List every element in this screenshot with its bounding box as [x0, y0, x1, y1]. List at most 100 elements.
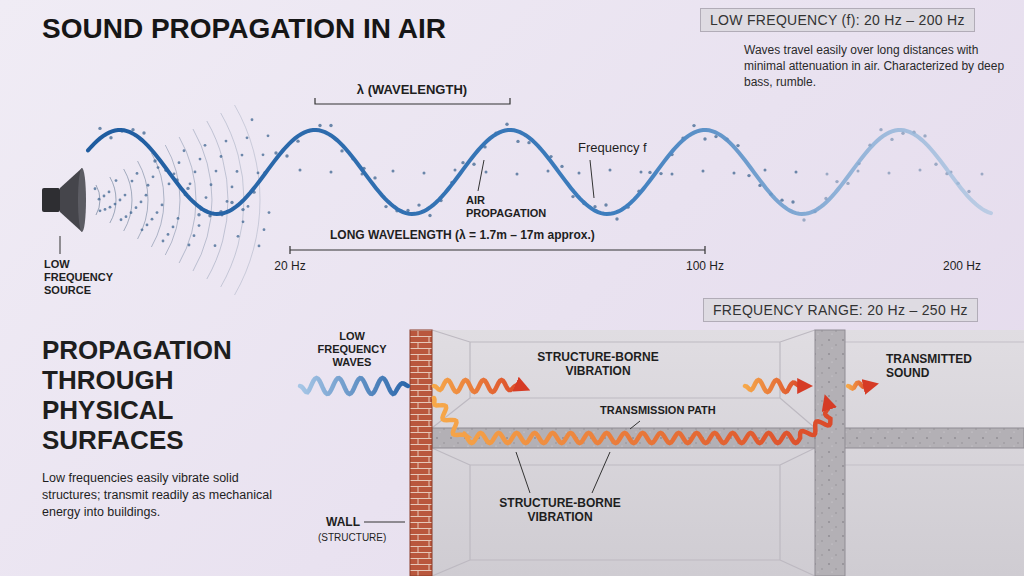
air-particle	[103, 195, 106, 198]
wave-label: Frequency f	[578, 140, 647, 156]
air-particle	[285, 154, 288, 157]
air-particle	[199, 158, 202, 161]
sound-arc	[193, 129, 212, 271]
air-particle	[147, 184, 150, 187]
air-particle	[330, 171, 333, 174]
air-particle	[547, 170, 550, 173]
leader-line	[516, 452, 530, 493]
air-particle	[258, 245, 261, 248]
air-particle	[373, 176, 376, 179]
air-particle	[168, 183, 171, 186]
air-particle	[857, 170, 860, 173]
air-particle	[186, 187, 189, 190]
air-particle	[197, 213, 200, 216]
air-particle	[183, 149, 186, 152]
air-particle	[215, 170, 218, 173]
air-particle	[560, 165, 563, 168]
wave-label: AIR PROPAGATION	[466, 194, 558, 220]
air-particle	[120, 218, 123, 221]
air-particle	[516, 140, 519, 143]
air-particle	[220, 155, 223, 158]
part-label: (STRUCTURE)	[318, 532, 386, 544]
air-particle	[140, 201, 143, 204]
air-particle	[802, 218, 805, 221]
air-particle	[392, 170, 395, 173]
path-label: TRANSMISSION PATH	[600, 404, 716, 417]
air-particle	[104, 208, 107, 211]
sound-arc	[235, 105, 260, 295]
air-particle	[141, 228, 144, 231]
air-particle	[204, 144, 207, 147]
air-particle	[296, 139, 299, 142]
air-particle	[193, 234, 196, 237]
air-particle	[747, 174, 750, 177]
air-particle	[423, 172, 426, 175]
air-particle	[99, 209, 102, 212]
sound-arc	[110, 177, 116, 223]
air-particle	[162, 240, 165, 243]
air-particle	[671, 173, 674, 176]
sound-arc	[124, 169, 132, 231]
axis-tick-label: 200 Hz	[932, 259, 992, 273]
air-particle	[189, 182, 192, 185]
air-particle	[226, 200, 229, 203]
axis-tick-label: 100 Hz	[675, 259, 735, 273]
vibration-arrow	[745, 380, 802, 392]
air-particle	[888, 172, 891, 175]
sound-arc	[165, 145, 180, 255]
air-particle	[268, 211, 271, 214]
air-particle	[262, 153, 265, 156]
air-particle	[780, 198, 783, 201]
air-particle	[157, 166, 160, 169]
air-particle	[485, 171, 488, 174]
air-particle	[214, 244, 217, 247]
air-particle	[648, 171, 651, 174]
air-particle	[340, 149, 343, 152]
air-particle	[736, 144, 739, 147]
air-particle	[578, 172, 581, 175]
air-particle	[703, 137, 706, 140]
air-particle	[109, 136, 112, 139]
air-particle	[257, 172, 260, 175]
air-particle	[125, 215, 128, 218]
air-particle	[835, 180, 838, 183]
building-section	[410, 330, 1024, 576]
info-box: FREQUENCY RANGE: 20 Hz – 250 Hz	[703, 298, 978, 322]
air-particle	[225, 140, 228, 143]
air-particle	[692, 124, 695, 127]
air-particle	[205, 196, 208, 199]
air-particle	[461, 161, 464, 164]
air-particle	[384, 205, 387, 208]
air-particle	[178, 161, 181, 164]
box-heading: LOW FREQUENCY (f): 20 Hz – 200 Hz	[700, 8, 975, 32]
air-particle	[177, 217, 180, 220]
air-particle	[247, 205, 250, 208]
box-body: Waves travel easily over long distances …	[744, 42, 1006, 91]
air-particle	[659, 172, 662, 175]
air-particle	[98, 198, 101, 201]
wavelength-bracket	[315, 98, 510, 104]
air-particle	[981, 173, 984, 176]
air-particle	[919, 169, 922, 172]
air-particle	[94, 187, 97, 190]
leader-line	[478, 160, 484, 191]
leader-line	[630, 421, 640, 429]
vibration-label: STRUCTURE-BORNE VIBRATION	[498, 496, 622, 525]
part-label: WALL	[326, 515, 360, 529]
air-particle	[172, 225, 175, 228]
air-particle	[733, 172, 736, 175]
air-particle	[826, 173, 829, 176]
sound-arc	[151, 153, 164, 247]
air-particle	[108, 191, 111, 194]
main-title: SOUND PROPAGATION IN AIR	[42, 12, 446, 46]
air-particle	[791, 200, 794, 203]
leader-line	[60, 236, 61, 254]
air-particle	[242, 220, 245, 223]
wave-label: LOW FREQUENCY WAVES	[311, 330, 393, 370]
air-particle	[299, 169, 302, 172]
air-particle	[428, 214, 431, 217]
air-particle	[194, 170, 197, 173]
vibration-arrow	[434, 398, 830, 443]
dimension-label: LONG WAVELENGTH (λ = 1.7m – 17m approx.)	[330, 228, 595, 242]
air-particle	[274, 151, 277, 154]
